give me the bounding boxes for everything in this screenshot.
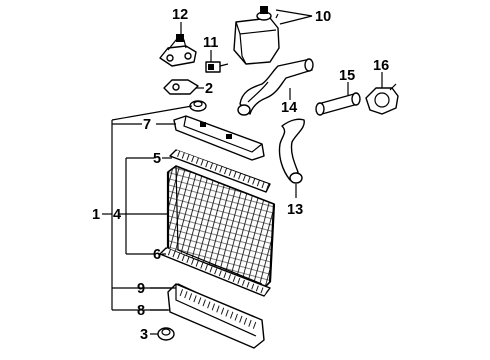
upper-seal	[169, 149, 271, 193]
callout-15: 15	[339, 68, 355, 84]
callout-12: 12	[172, 7, 188, 23]
cap-fitting	[189, 100, 207, 112]
callout-6: 6	[153, 247, 161, 263]
callout-4: 4	[113, 207, 121, 223]
callout-8: 8	[137, 303, 145, 319]
reservoir-tank	[233, 6, 280, 65]
lower-hose	[278, 118, 305, 184]
lower-seal	[159, 247, 271, 297]
callout-16: 16	[373, 58, 389, 74]
callout-9: 9	[137, 281, 145, 297]
upper-tank	[173, 115, 265, 161]
callout-11: 11	[203, 35, 218, 51]
callout-10: 10	[315, 9, 331, 25]
reservoir-bracket	[159, 34, 197, 67]
lower-tank	[167, 283, 265, 349]
callout-1: 1	[92, 207, 100, 223]
water-inlet-pipe	[315, 92, 361, 116]
upper-hose	[237, 58, 314, 116]
support-bracket	[163, 79, 199, 95]
drain-cock	[157, 327, 175, 341]
callout-3: 3	[140, 327, 148, 343]
callout-5: 5	[153, 151, 161, 167]
leader-lines	[102, 9, 383, 335]
callout-14: 14	[281, 100, 297, 116]
callout-2: 2	[205, 81, 213, 97]
water-outlet-housing	[365, 83, 399, 115]
sensor	[205, 61, 229, 73]
callouts: 1 2 3 4 5 6 7 8 9 10 11 12 13 14 15 16	[92, 7, 389, 343]
callout-13: 13	[287, 202, 303, 218]
callout-7: 7	[143, 117, 151, 133]
